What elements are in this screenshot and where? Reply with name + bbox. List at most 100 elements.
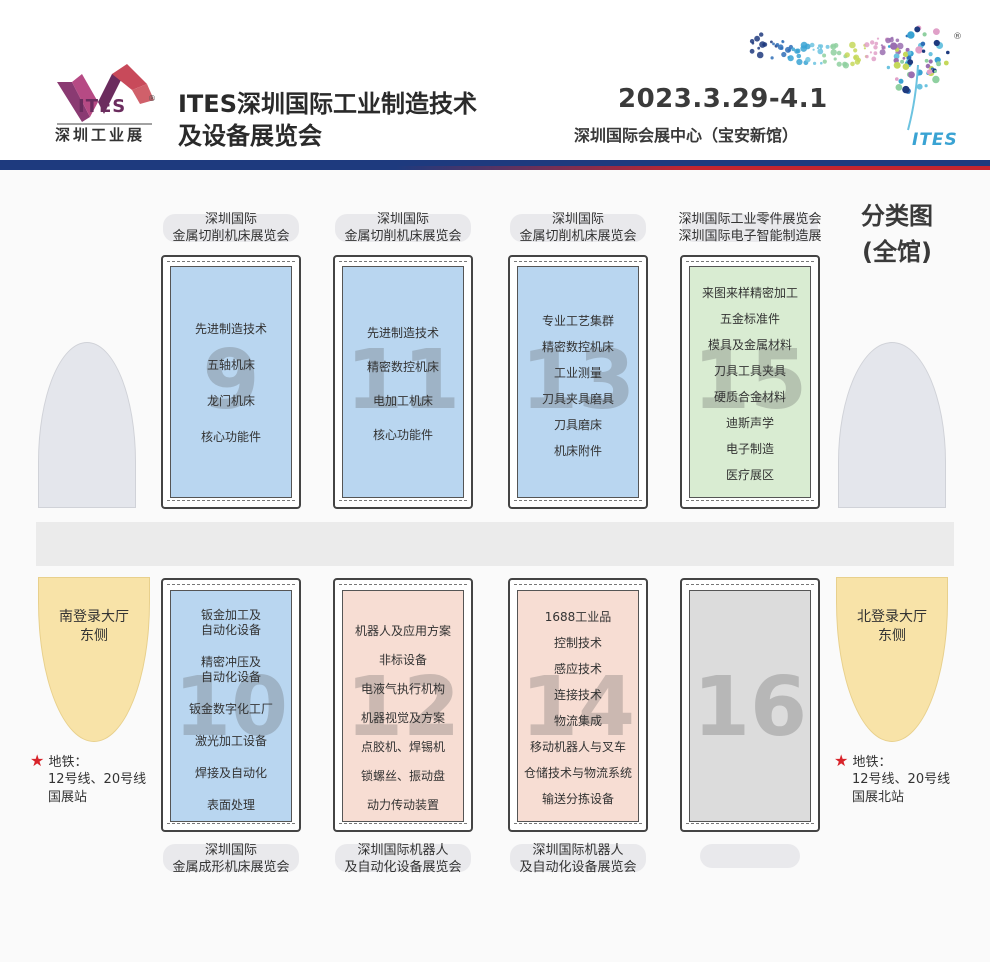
category-item: 工业测量 xyxy=(553,366,602,380)
south-lobby-label-1: 南登录大厅 xyxy=(59,609,129,625)
hall-15-caption: 深圳国际工业零件展览会 xyxy=(678,212,822,227)
hall-14-caption: 及自动化设备展览会 xyxy=(519,860,637,875)
hall-12-caption: 及自动化设备展览会 xyxy=(344,860,462,875)
header: ITES ® 深圳工业展 ITES深圳国际工业制造技术 及设备展览会 2023.… xyxy=(0,0,990,160)
star-icon: ★ xyxy=(834,751,849,770)
star-icon: ★ xyxy=(30,751,45,770)
category-subtitle: (全馆) xyxy=(862,238,932,266)
south-entrance-lobby[interactable] xyxy=(38,577,150,742)
west-metro-lines: 12号线、20号线 xyxy=(48,772,147,787)
hall-13-area[interactable] xyxy=(517,266,639,498)
east-metro-info: ★ 地铁： xyxy=(834,752,892,771)
category-item: 连接技术 xyxy=(553,688,602,702)
north-lobby-label-2: 东侧 xyxy=(878,628,906,644)
ites-brand-text: ITES xyxy=(912,130,958,150)
category-item: 焊接及自动化 xyxy=(194,766,267,780)
hall-13-caption: 金属切削机床展览会 xyxy=(519,229,637,244)
south-lobby-label-2: 东侧 xyxy=(80,628,108,644)
hall-16-area[interactable] xyxy=(689,590,811,822)
hall-12-area[interactable] xyxy=(342,590,464,822)
hall-10-categories: 钣金加工及自动化设备精密冲压及自动化设备钣金数字化工厂激光加工设备焊接及自动化表… xyxy=(161,606,301,828)
category-item: 自动化设备 xyxy=(200,670,261,684)
central-aisle xyxy=(36,522,954,566)
category-item: 来图来样精密加工 xyxy=(701,286,798,300)
hall-caption-background xyxy=(510,214,646,242)
metro-label: 地铁： xyxy=(852,755,892,770)
logo-subtitle: 深圳工业展 xyxy=(55,126,146,144)
category-item: 机床附件 xyxy=(553,444,602,458)
category-item: 锁螺丝、振动盘 xyxy=(360,769,445,783)
hall-11-area[interactable] xyxy=(342,266,464,498)
north-lobby-label-1: 北登录大厅 xyxy=(857,609,927,625)
hall-12-caption: 深圳国际机器人 xyxy=(357,843,449,858)
west-hall-top-lobby xyxy=(38,342,136,508)
west-metro-station: 国展站 xyxy=(48,790,88,805)
category-item: 移动机器人与叉车 xyxy=(529,740,626,754)
ites-dots-logo-icon xyxy=(749,25,950,131)
category-item: 钣金加工及 xyxy=(200,608,261,622)
event-date: 2023.3.29-4.1 xyxy=(618,84,828,114)
hall-15-area[interactable] xyxy=(689,266,811,498)
east-metro-station: 国展北站 xyxy=(852,790,905,805)
title-line-1: ITES深圳国际工业制造技术 xyxy=(178,90,477,118)
hall-caption-background xyxy=(682,214,818,242)
category-item: 刀具工具夹具 xyxy=(713,364,786,378)
category-item: 精密数控机床 xyxy=(541,340,614,354)
category-item: 硬质合金材料 xyxy=(713,390,786,404)
hall-caption-background xyxy=(163,844,299,872)
logo-registered-mark: ® xyxy=(148,94,156,103)
category-item: 物流集成 xyxy=(553,714,602,728)
category-item: 龙门机床 xyxy=(206,394,255,408)
hall-caption-background xyxy=(510,844,646,872)
hall-14-caption: 深圳国际机器人 xyxy=(532,843,624,858)
hall-caption-background xyxy=(163,214,299,242)
hall-14-area[interactable] xyxy=(517,590,639,822)
metro-label: 地铁： xyxy=(48,755,88,770)
north-entrance-lobby[interactable] xyxy=(836,577,948,742)
hall-13-caption: 深圳国际 xyxy=(551,212,604,227)
category-item: 感应技术 xyxy=(553,662,602,676)
category-item: 表面处理 xyxy=(206,798,255,812)
category-item: 钣金数字化工厂 xyxy=(188,702,273,716)
category-item: 核心功能件 xyxy=(200,430,261,444)
category-item: 点胶机、焊锡机 xyxy=(360,740,445,754)
hall-13-categories: 专业工艺集群精密数控机床工业测量刀具夹具磨具刀具磨床机床附件 xyxy=(508,312,648,468)
hall-11-caption: 深圳国际 xyxy=(376,212,429,227)
logo-text: ITES xyxy=(78,96,127,117)
category-item: 精密冲压及 xyxy=(200,655,261,669)
hall-number: 12 xyxy=(345,660,461,755)
category-item: 电子制造 xyxy=(725,442,774,456)
event-venue: 深圳国际会展中心（宝安新馆） xyxy=(574,126,799,145)
hall-number: 15 xyxy=(692,333,808,428)
hall-16-caption-background xyxy=(700,844,800,868)
category-item: 迪斯声学 xyxy=(725,416,774,430)
hall-number: 13 xyxy=(520,333,636,428)
category-item: 模具及金属材料 xyxy=(707,338,792,352)
category-item: 先进制造技术 xyxy=(194,322,267,336)
category-item: 先进制造技术 xyxy=(366,326,439,340)
hall-11-categories: 先进制造技术精密数控机床电加工机床核心功能件 xyxy=(333,324,473,460)
registered-mark: ® xyxy=(953,32,962,42)
hall-9-caption: 金属切削机床展览会 xyxy=(172,229,290,244)
category-item: 激光加工设备 xyxy=(194,734,267,748)
hall-number: 16 xyxy=(692,660,808,755)
hall-9-area[interactable] xyxy=(170,266,292,498)
hall-caption-background xyxy=(335,214,471,242)
hall-number: 14 xyxy=(520,660,636,755)
category-item: 电液气执行机构 xyxy=(360,682,445,696)
category-item: 自动化设备 xyxy=(200,623,261,637)
hall-10-caption: 金属成形机床展览会 xyxy=(172,860,290,875)
category-item: 刀具磨床 xyxy=(553,418,602,432)
header-stripe-red xyxy=(0,166,990,170)
hall-15-categories: 来图来样精密加工五金标准件模具及金属材料刀具工具夹具硬质合金材料迪斯声学电子制造… xyxy=(680,284,820,492)
category-item: 核心功能件 xyxy=(372,428,433,442)
hall-caption-background xyxy=(335,844,471,872)
category-item: 精密数控机床 xyxy=(366,360,439,374)
hall-12-categories: 机器人及应用方案非标设备电液气执行机构机器视觉及方案点胶机、焊锡机锁螺丝、振动盘… xyxy=(333,622,473,825)
category-item: 非标设备 xyxy=(378,653,427,667)
hall-number: 10 xyxy=(173,660,289,755)
hall-10-area[interactable] xyxy=(170,590,292,822)
category-item: 机器人及应用方案 xyxy=(354,624,451,638)
east-metro-lines: 12号线、20号线 xyxy=(852,772,951,787)
west-metro-info: ★ 地铁： xyxy=(30,752,88,771)
